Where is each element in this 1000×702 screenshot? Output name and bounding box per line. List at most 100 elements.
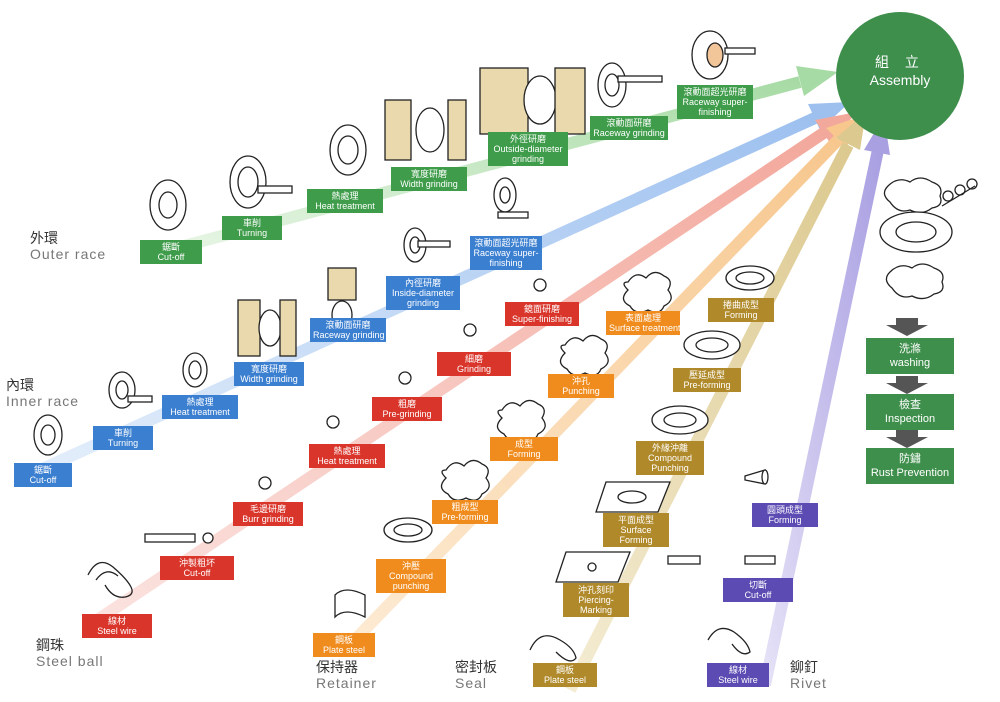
step-en: Super-finishing [511,314,573,324]
raceway-grinding-icon [597,62,663,108]
outer-ring-turning-icon [229,155,293,209]
steel-wire-coil-icon [87,561,133,598]
rivet-wire-coil-icon [707,627,751,655]
row-title-zh: 密封板 [455,659,497,675]
step-en: Steel wire [718,675,758,685]
step-en: Raceway super- [682,97,748,107]
final-step-washing: 洗滌 washing [866,338,954,374]
step-zh: 滾動面超光研磨 [683,87,747,97]
compound-punching-ring-icon [383,517,433,543]
rivet-head-icon [744,469,769,485]
step-zh: 沖製粗坏 [178,558,215,568]
step-zh: 滾動面研磨 [606,118,652,128]
outer-step-turning: 車削 Turning [222,216,282,240]
rivet-step-forming: 圓頭成型 Forming [752,503,818,527]
step-en: Grinding [456,364,492,374]
step-en: Turning [236,228,268,238]
step-zh: 成型 [514,439,533,449]
surface-forming-plate-icon [595,481,671,513]
step-en: Punching [562,386,600,396]
ball-pre-grinding-icon [398,371,412,385]
inner-step-inside-diameter-grinding: 內徑研磨 Inside-diameter grinding [386,276,460,310]
step-en: Surface treatment [609,323,681,333]
outer-ring-blank-icon [149,179,187,231]
step-zh: 細磨 [464,354,483,364]
inner-ring-blank-icon [33,414,63,456]
row-title-zh: 內環 [6,377,34,393]
final-step-rust-prevention: 防鏽 Rust Prevention [866,448,954,484]
outside-diameter-grinding-icon [479,67,586,135]
inner-step-cut-off: 鋸斷 Cut-off [14,463,72,487]
step-zh: 滾動面超光研磨 [474,238,538,248]
outer-step-heat-treatment: 熱處理 Heat treatment [307,189,383,213]
raceway-superfinishing-icon [691,30,756,80]
final-flow-arrows [886,318,928,448]
retainer-step-pre-forming: 粗成型 Pre-forming [432,500,498,524]
step-zh: 粗磨 [397,399,416,409]
inner-step-raceway-superfinishing: 滾動面超光研磨 Raceway super- finishing [470,236,542,270]
step-en: Burr grinding [242,514,294,524]
step-zh: 熱處理 [333,446,361,456]
ball-step-heat-treatment: 熱處理 Heat treatment [309,444,385,468]
seal-step-plate-steel: 鋼板 Plate steel [533,663,597,687]
step-zh: 鋼板 [555,665,574,675]
ball-step-pre-grinding: 粗磨 Pre-grinding [372,397,442,421]
row-title-retainer: 保持器 Retainer [316,659,377,691]
step-zh: 鋸斷 [161,242,180,252]
step-zh: 線材 [107,616,126,626]
ball-burr-icon [258,476,272,490]
assembly-zh: 組 立 [875,54,925,70]
ball-step-cut-off: 沖製粗坏 Cut-off [160,556,234,580]
step-zh: 寬度研磨 [250,364,287,374]
step-zh: 防鏽 [899,453,921,465]
seal-step-surface-forming: 平面成型 Surface Forming [603,513,669,547]
step-en: Plate steel [543,675,587,685]
step-zh: 捲曲成型 [722,300,759,310]
step-zh: 洗滌 [899,343,921,355]
seal-plate-coil-icon [529,635,577,662]
step-en: Raceway grinding [313,330,385,340]
step-en: Cut-off [157,252,185,262]
inside-diameter-grinding-icon [403,227,451,263]
row-title-zh: 外環 [30,230,58,246]
forming-seal-icon [725,265,775,291]
step-zh: 內徑研磨 [404,278,441,288]
width-grinding-wheel-icon [384,99,467,161]
step-en: Forming [768,515,802,525]
step-en-2: grinding [511,154,545,164]
step-zh: 鋸斷 [33,465,52,475]
step-en: Compound [388,571,434,581]
inner-step-raceway-grinding: 滾動面研磨 Raceway grinding [310,318,386,342]
step-en: Turning [107,438,139,448]
step-en: Inside-diameter [391,288,455,298]
step-en: Heat treatment [315,201,375,211]
surface-treated-retainer-icon [622,271,672,313]
row-title-rivet: 鉚釘 Rivet [790,659,827,691]
outer-step-raceway-superfinishing: 滾動面超光研磨 Raceway super- finishing [677,85,753,119]
row-title-zh: 鋼珠 [36,637,64,653]
step-zh: 外緣沖離 [651,443,688,453]
forming-retainer-icon [496,399,546,441]
step-en: washing [889,357,931,369]
step-zh: 毛邊研磨 [249,504,286,514]
step-en: Rust Prevention [870,467,950,479]
step-zh: 切斷 [748,580,767,590]
step-zh: 沖孔 [571,376,590,386]
step-zh: 外徑研磨 [509,134,546,144]
assembly-en: Assembly [869,72,931,88]
step-en: Heat treatment [170,407,230,417]
rivet-step-cut-off: 切斷 Cut-off [723,578,793,602]
punching-retainer-icon [559,334,609,376]
step-zh: 滾動面研磨 [325,320,371,330]
seal-step-forming: 捲曲成型 Forming [708,298,774,322]
row-title-en: Rivet [790,675,827,691]
step-en: Pre-grinding [382,409,432,419]
seal-step-compound-punching: 外緣沖離 Compound Punching [636,441,704,475]
step-zh: 車削 [242,218,261,228]
retainer-step-forming: 成型 Forming [490,437,558,461]
step-zh: 粗成型 [451,502,479,512]
step-en-2: Forming [619,535,653,545]
step-en: Cut-off [183,568,211,578]
pre-forming-retainer-icon [440,459,490,501]
inner-width-grinding-icon [237,299,297,357]
